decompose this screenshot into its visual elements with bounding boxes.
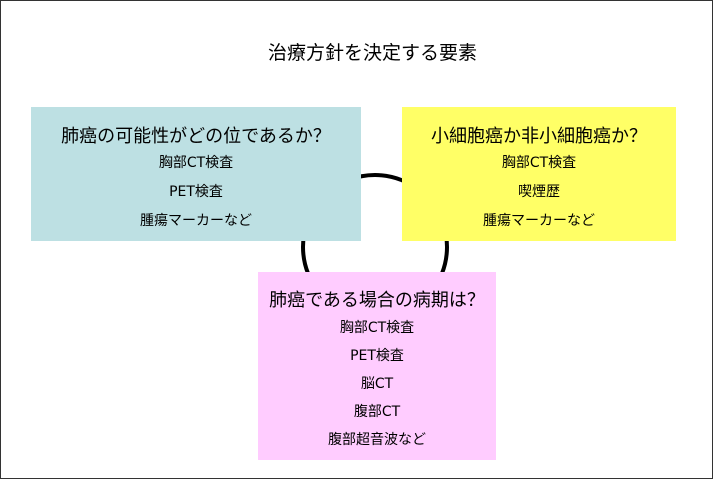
box-item: PET検査	[350, 348, 404, 364]
box-heading: 肺癌の可能性がどの位であるか？	[61, 126, 331, 147]
box-item: 腹部CT	[353, 404, 401, 420]
box-item: PET検査	[169, 184, 223, 200]
box-item: 腹部超音波など	[328, 432, 426, 448]
box-cell-type: 小細胞癌か非小細胞癌か？ 胸部CT検査 喫煙歴 腫瘍マーカーなど	[402, 107, 676, 241]
box-heading: 肺癌である場合の病期は？	[269, 290, 485, 311]
box-heading: 小細胞癌か非小細胞癌か？	[431, 126, 647, 147]
diagram-title: 治療方針を決定する要素	[267, 42, 477, 64]
box-item: 腫瘍マーカーなど	[140, 213, 252, 229]
box-item: 胸部CT検査	[339, 320, 415, 336]
box-item: 胸部CT検査	[158, 155, 234, 171]
box-cancer-likelihood: 肺癌の可能性がどの位であるか？ 胸部CT検査 PET検査 腫瘍マーカーなど	[31, 107, 361, 241]
box-item: 脳CT	[360, 376, 394, 392]
box-item: 腫瘍マーカーなど	[483, 213, 595, 229]
box-item: 喫煙歴	[518, 184, 560, 200]
box-item: 胸部CT検査	[501, 155, 577, 171]
box-stage: 肺癌である場合の病期は？ 胸部CT検査 PET検査 脳CT 腹部CT 腹部超音波…	[258, 272, 496, 460]
